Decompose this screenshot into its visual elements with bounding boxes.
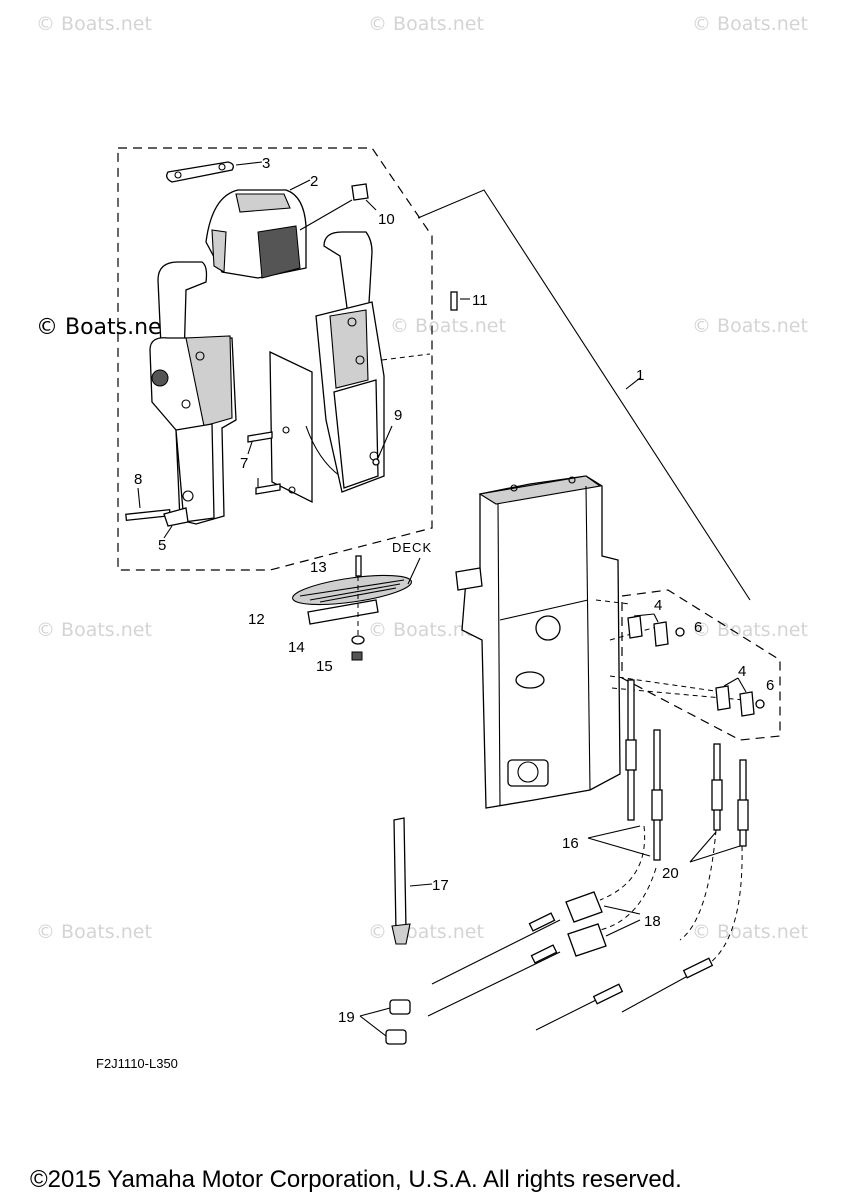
screws-part-7	[247, 431, 281, 495]
leader-1-tick	[625, 377, 641, 390]
callout-3: 3	[262, 155, 270, 172]
remote-control-box	[455, 475, 621, 809]
clip-part-5	[163, 507, 189, 539]
lower-cables	[427, 912, 714, 1031]
watermark-4: © Boats.net	[36, 315, 171, 340]
callout-9: 9	[394, 407, 402, 424]
callout-2: 2	[310, 173, 318, 190]
watermark-10: © Boats.net	[36, 921, 152, 943]
watermark-6: © Boats.net	[692, 315, 808, 337]
callout-17: 17	[432, 877, 449, 894]
watermark-7: © Boats.net	[36, 619, 152, 641]
tie-part-17	[391, 817, 433, 945]
fittings-part-19	[359, 999, 411, 1045]
watermark-12: © Boats.net	[692, 921, 808, 943]
callout-1: 1	[636, 367, 644, 384]
copyright-notice: ©2015 Yamaha Motor Corporation, U.S.A. A…	[30, 1166, 682, 1193]
cables-part-16	[587, 679, 663, 861]
upper-assembly-outline	[117, 147, 433, 571]
watermark-8: © Boats.net	[368, 619, 484, 641]
screw-part-9	[372, 425, 393, 466]
callout-13: 13	[310, 559, 327, 576]
watermark-2: © Boats.net	[368, 13, 484, 35]
callout-19: 19	[338, 1009, 355, 1026]
callout-18: 18	[644, 913, 661, 930]
watermark-9: © Boats.net	[692, 619, 808, 641]
callout-7: 7	[240, 455, 248, 472]
watermark-11: © Boats.net	[368, 921, 484, 943]
block-part-10	[299, 183, 377, 231]
watermark-3: © Boats.net	[692, 13, 808, 35]
figure-code: F2J1110-L350	[96, 1056, 178, 1071]
deck-assembly	[292, 555, 421, 661]
lever-end-outline	[621, 589, 781, 741]
callout-20: 20	[662, 865, 679, 882]
bolt-part-8	[125, 487, 171, 521]
callout-15: 15	[316, 658, 333, 675]
callout-11: 11	[472, 292, 488, 309]
callout-6a: 6	[694, 619, 702, 636]
right-control-unit	[315, 231, 385, 493]
leader-1	[417, 189, 751, 601]
lever-ends-part-4	[627, 613, 755, 717]
callout-14: 14	[288, 639, 305, 656]
cover-part-2	[205, 179, 311, 279]
cable-routing-lower	[599, 825, 743, 967]
grommets-part-18	[565, 891, 641, 957]
callout-6b: 6	[766, 677, 774, 694]
callout-4a: 4	[654, 597, 662, 614]
left-control-unit	[149, 261, 237, 525]
callout-4b: 4	[738, 663, 746, 680]
callout-10: 10	[378, 211, 395, 228]
callout-8: 8	[134, 471, 142, 488]
watermark-5: © Boats.net	[390, 315, 506, 337]
callout-16: 16	[562, 835, 579, 852]
clips-part-6	[675, 627, 765, 709]
plate-part-3	[166, 161, 263, 183]
callout-5: 5	[158, 537, 166, 554]
leader-right-unit	[381, 353, 431, 361]
deck-label: DECK	[392, 540, 432, 555]
bolt-part-11	[450, 291, 470, 311]
cables-part-20	[689, 743, 749, 863]
watermark-1: © Boats.net	[36, 13, 152, 35]
callout-12: 12	[248, 611, 265, 628]
callouts: 1 2 3 4 4 5 6 6 7 8 9 10 11 12 13 14 15 …	[134, 155, 774, 1026]
watermarks: © Boats.net © Boats.net © Boats.net © Bo…	[36, 13, 808, 943]
